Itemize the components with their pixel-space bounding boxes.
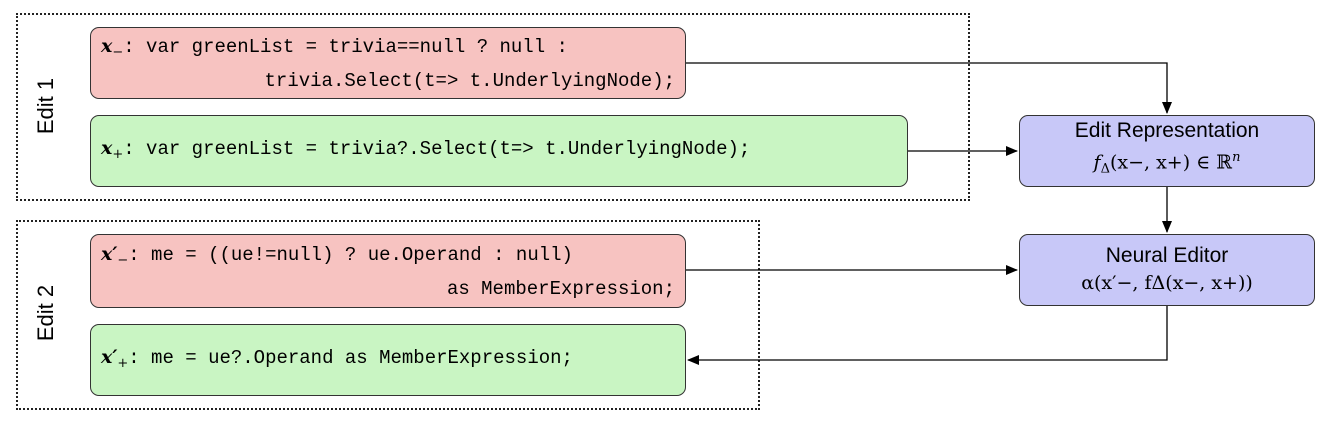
edit2-after-line1: x′+: me = ue?.Operand as MemberExpressio… [101, 345, 573, 371]
x-minus-symbol: x− [101, 34, 124, 60]
arrow-x-minus-to-representation [686, 62, 1172, 114]
edit1-before-line2: trivia.Select(t=> t.UnderlyingNode); [264, 69, 675, 92]
edit-representation-block: Edit Representation fΔ(x−, x+) ∈ ℝn [1019, 115, 1315, 187]
neural-editor-title: Neural Editor [1105, 244, 1229, 267]
neural-editor-formula: α(x′−, fΔ(x−, x+)) [1081, 272, 1253, 294]
x-prime-minus-symbol: x′− [101, 242, 129, 268]
edit1-after-code: x+: var greenList = trivia?.Select(t=> t… [90, 115, 908, 187]
x-prime-plus-symbol: x′+ [101, 345, 129, 371]
edit2-frame [16, 220, 760, 410]
edit1-frame [16, 13, 970, 201]
edit-representation-title: Edit Representation [1074, 119, 1260, 143]
edit1-after-line1: x+: var greenList = trivia?.Select(t=> t… [101, 136, 751, 162]
x-plus-symbol: x+ [101, 136, 124, 162]
edit2-before-line1: x′−: me = ((ue!=null) ? ue.Operand : nul… [101, 242, 573, 268]
edit2-before-code: x′−: me = ((ue!=null) ? ue.Operand : nul… [90, 234, 686, 308]
edit1-before-line1: x−: var greenList = trivia==null ? null … [101, 34, 568, 60]
neural-editor-block: Neural Editor α(x′−, fΔ(x−, x+)) [1019, 234, 1315, 306]
arrow-editor-to-x-prime-plus [687, 306, 1168, 365]
edit-representation-formula: fΔ(x−, x+) ∈ ℝn [1093, 150, 1241, 177]
edit1-before-code: x−: var greenList = trivia==null ? null … [90, 27, 686, 99]
edit2-after-code: x′+: me = ue?.Operand as MemberExpressio… [90, 324, 686, 396]
edit2-before-line2: as MemberExpression; [446, 277, 675, 300]
